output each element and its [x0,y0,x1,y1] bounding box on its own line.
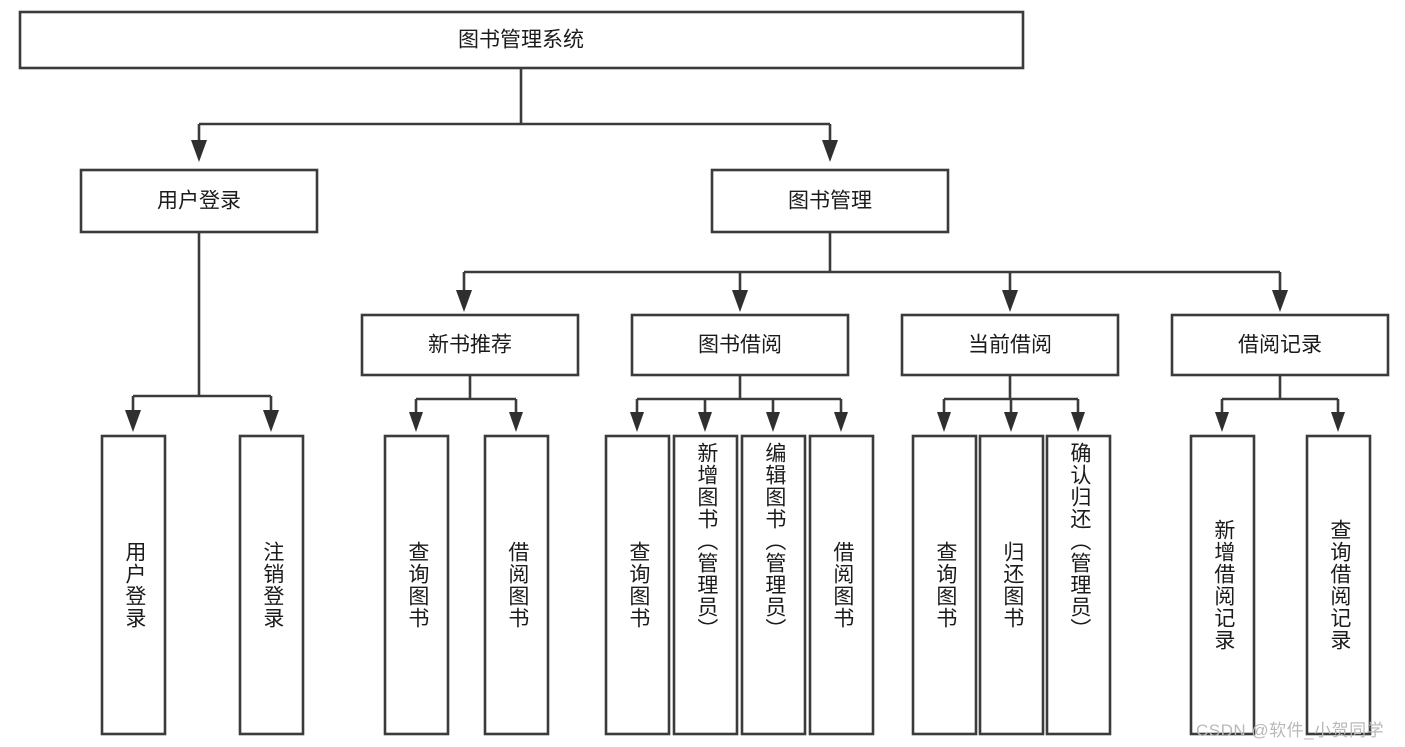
connector-group-root [191,68,838,162]
leaf-label-wrap-newbook-borrow: 借阅图书 [485,436,548,734]
node-new-book[interactable]: 新书推荐 [360,313,580,377]
leaf-label-logout: 注销登录 [260,541,284,629]
node-borrow-record-box[interactable] [1170,313,1390,377]
node-borrow-record-label: 借阅记录 [1238,334,1322,357]
node-current-borrow[interactable]: 当前借阅 [900,313,1120,377]
node-current-borrow-label: 当前借阅 [968,334,1052,357]
arrow-book-to-borrow [732,290,748,312]
node-root-label: 图书管理系统 [458,29,584,52]
connector-group-user-login [125,232,279,432]
leaf-label-wrap-record-add: 新增借阅记录 [1191,436,1254,734]
node-user-login[interactable]: 用户登录 [79,168,319,234]
leaf-box-newbook-query[interactable] [383,434,450,736]
node-book-manage-box[interactable] [710,168,950,234]
leaf-label-wrap-logout: 注销登录 [240,436,303,734]
node-new-book-label: 新书推荐 [428,334,512,357]
node-root[interactable]: 图书管理系统 [18,10,1025,70]
leaf-label-wrap-user-login: 用户登录 [102,436,165,734]
leaf-label-borrow-query: 查询图书 [626,541,650,629]
arrow-user-leaf-1 [125,410,141,432]
node-book-borrow[interactable]: 图书借阅 [630,313,850,377]
leaf-label-wrap-borrow-edit: 编辑图书（管理员） [742,436,805,734]
leaf-label-wrap-current-confirm: 确认归还（管理员） [1047,436,1110,734]
arrow-user-leaf-2 [263,410,279,432]
leaf-boxes [100,434,1372,736]
leaf-label-newbook-borrow: 借阅图书 [505,541,529,629]
leaf-box-logout[interactable] [238,434,305,736]
connector-group-book-borrow [630,375,848,432]
arrow-current-leaf-3 [1071,412,1085,432]
connector-group-current-borrow [937,375,1085,432]
arrow-book-to-current [1002,290,1018,312]
leaf-label-wrap-newbook-query: 查询图书 [385,436,448,734]
arrow-borrow-leaf-1 [630,412,644,432]
node-book-manage[interactable]: 图书管理 [710,168,950,234]
leaf-label-wrap-record-query: 查询借阅记录 [1307,436,1370,734]
leaf-box-newbook-borrow[interactable] [483,434,550,736]
leaf-label-wrap-borrow-lend: 借阅图书 [810,436,873,734]
node-book-borrow-label: 图书借阅 [698,334,782,357]
arrow-root-to-book [822,140,838,162]
leaf-box-borrow-edit[interactable] [740,434,807,736]
leaf-label-borrow-edit: 编辑图书（管理员） [762,442,786,640]
leaf-label-user-login: 用户登录 [122,541,146,629]
arrow-newbook-leaf-2 [509,412,523,432]
arrow-current-leaf-1 [937,412,951,432]
connector-group-borrow-record [1215,375,1345,432]
connector-group-new-book [409,375,523,432]
leaf-label-record-query: 查询借阅记录 [1327,519,1351,651]
connector-group-book-manage [456,232,1288,312]
leaf-label-borrow-add: 新增图书（管理员） [694,442,718,640]
arrow-record-leaf-1 [1215,412,1229,432]
leaf-label-current-query: 查询图书 [933,541,957,629]
leaf-box-current-query[interactable] [911,434,978,736]
leaf-label-wrap-borrow-add: 新增图书（管理员） [674,436,737,734]
node-user-login-box[interactable] [79,168,319,234]
arrow-borrow-leaf-2 [698,412,712,432]
leaf-box-borrow-add[interactable] [672,434,739,736]
node-root-box[interactable] [18,10,1025,70]
leaf-box-current-return[interactable] [978,434,1045,736]
leaf-label-newbook-query: 查询图书 [405,541,429,629]
node-borrow-record[interactable]: 借阅记录 [1170,313,1390,377]
node-book-borrow-box[interactable] [630,313,850,377]
leaf-label-borrow-lend: 借阅图书 [830,541,854,629]
leaf-label-wrap-current-return: 归还图书 [980,436,1043,734]
arrow-borrow-leaf-4 [834,412,848,432]
leaf-label-wrap-current-query: 查询图书 [913,436,976,734]
arrow-record-leaf-2 [1331,412,1345,432]
arrow-current-leaf-2 [1004,412,1018,432]
node-book-manage-label: 图书管理 [788,190,872,213]
leaf-box-current-confirm[interactable] [1045,434,1112,736]
node-user-login-label: 用户登录 [157,190,241,213]
arrow-book-to-newbook [456,290,472,312]
node-new-book-box[interactable] [360,313,580,377]
leaf-label-wrap-borrow-query: 查询图书 [606,436,669,734]
leaf-box-record-query[interactable] [1305,434,1372,736]
arrow-newbook-leaf-1 [409,412,423,432]
leaf-box-borrow-lend[interactable] [808,434,875,736]
csdn-watermark: CSDN @软件_小贺同学 [1196,721,1385,740]
arrow-borrow-leaf-3 [766,412,780,432]
node-current-borrow-box[interactable] [900,313,1120,377]
leaf-label-current-confirm: 确认归还（管理员） [1067,442,1091,640]
leaf-box-borrow-query[interactable] [604,434,671,736]
leaf-box-record-add[interactable] [1189,434,1256,736]
leaf-box-user-login[interactable] [100,434,167,736]
arrow-root-to-user [191,140,207,162]
arrow-book-to-record [1272,290,1288,312]
leaf-label-record-add: 新增借阅记录 [1211,519,1235,651]
leaf-label-current-return: 归还图书 [1000,541,1024,629]
